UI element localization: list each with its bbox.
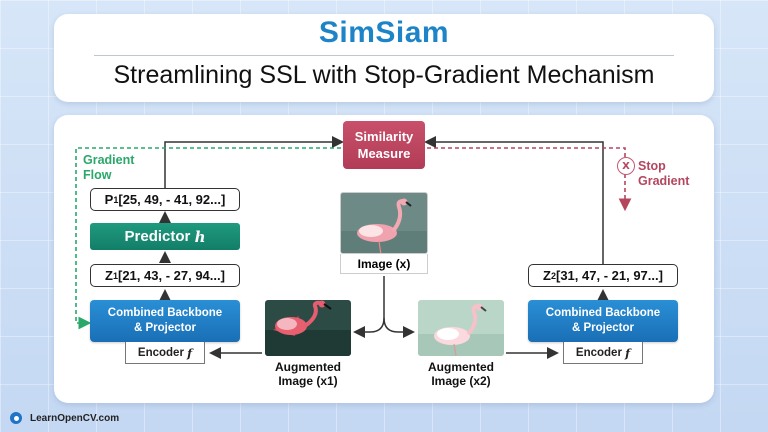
- z2-subscript: 2: [550, 270, 556, 281]
- p1-values: [25, 49, - 41, 92...]: [118, 192, 226, 207]
- z1-subscript: 1: [112, 270, 118, 281]
- title-card: SimSiam Streamlining SSL with Stop-Gradi…: [54, 14, 714, 102]
- image-to-aug1-curve: [353, 276, 385, 338]
- learnopencv-logo-icon: [10, 412, 22, 424]
- p1-subscript: 1: [113, 194, 119, 205]
- similarity-measure-box: Similarity Measure: [343, 121, 425, 169]
- z2-values: [31, 47, - 21, 97...]: [556, 268, 663, 283]
- image-x-label: Image (x): [340, 254, 428, 274]
- encoder-left-symbol: f: [187, 345, 193, 360]
- augmented-image-1-label: Augmented Image (x1): [275, 360, 341, 388]
- augmented-image-1: [265, 300, 351, 356]
- encoder-right-symbol: f: [625, 345, 631, 360]
- z1-name: Z: [105, 268, 113, 283]
- image-to-aug2-curve: [383, 317, 415, 338]
- augmented-image-2-label: Augmented Image (x2): [428, 360, 494, 388]
- encoder-left-label: Encoder f: [125, 342, 205, 364]
- gradient-flow-label: Gradient Flow: [83, 153, 135, 182]
- flamingo-image: [340, 192, 428, 254]
- stop-icon: X: [617, 157, 635, 175]
- p1-to-similarity-line: [164, 136, 344, 188]
- z2-to-similarity-line: [424, 136, 604, 264]
- z2-name: Z: [543, 268, 551, 283]
- p1-name: P: [104, 192, 114, 207]
- predictor-symbol: h: [194, 227, 206, 246]
- predictor-box: Predictor h: [90, 223, 240, 250]
- gradient-flow-line: [75, 147, 341, 330]
- stop-gradient-line: [427, 147, 632, 212]
- backbone-left-box: Combined Backbone & Projector: [90, 300, 240, 342]
- title-divider: [94, 55, 674, 56]
- page-title: Streamlining SSL with Stop-Gradient Mech…: [113, 61, 655, 89]
- predictor-label: Predictor: [124, 228, 191, 245]
- brand-title: SimSiam: [318, 16, 450, 49]
- stop-gradient-label: Stop Gradient: [638, 159, 690, 188]
- z1-values: [21, 43, - 27, 94...]: [118, 268, 225, 283]
- encoder-right-text: Encoder: [575, 346, 622, 359]
- encoder-right-label: Encoder f: [563, 342, 643, 364]
- footer-brand[interactable]: LearnOpenCV.com: [10, 412, 119, 424]
- augmented-image-2: [418, 300, 504, 356]
- encoder-left-text: Encoder: [137, 346, 184, 359]
- footer-brand-text: LearnOpenCV.com: [30, 412, 120, 424]
- backbone-right-box: Combined Backbone & Projector: [528, 300, 678, 342]
